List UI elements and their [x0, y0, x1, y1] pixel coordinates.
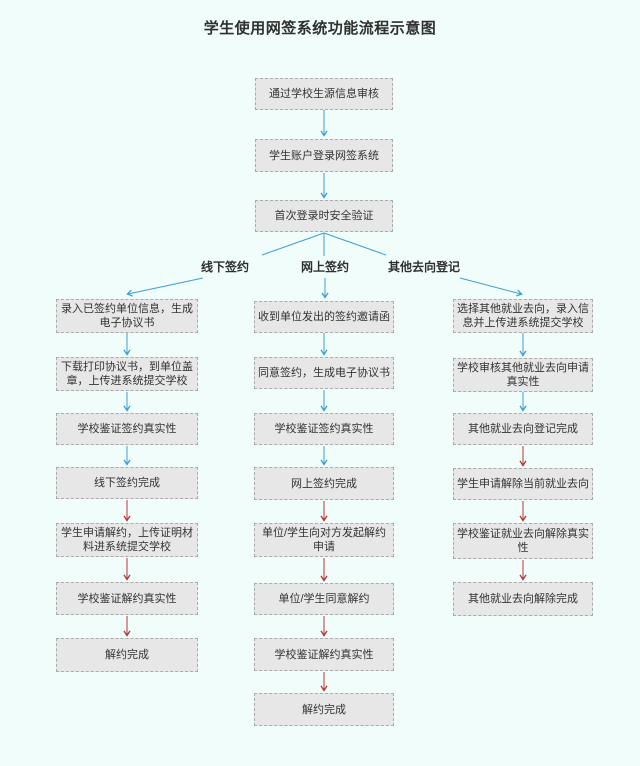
flow-step-offline-5: 学生申请解约，上传证明材料进系统提交学校: [56, 523, 198, 557]
flow-step-offline-1: 录入已签约单位信息，生成电子协议书: [56, 299, 198, 333]
flow-step-online-1: 收到单位发出的签约邀请函: [254, 301, 394, 333]
branch-label-other: 其他去向登记: [387, 260, 460, 274]
flow-step-entry-3: 首次登录时安全验证: [255, 200, 393, 232]
branch-label-offline: 线下签约: [200, 260, 249, 274]
flow-step-other-6: 其他就业去向解除完成: [453, 582, 593, 616]
flow-step-online-8: 解约完成: [254, 693, 394, 726]
flow-step-online-6: 单位/学生同意解约: [254, 583, 394, 615]
flow-step-other-2: 学校审核其他就业去向申请真实性: [453, 358, 593, 392]
flow-step-offline-4: 线下签约完成: [56, 467, 198, 499]
flow-step-offline-7: 解约完成: [56, 638, 198, 672]
flow-step-offline-3: 学校鉴证签约真实性: [56, 413, 198, 445]
flow-step-other-4: 学生申请解除当前就业去向: [453, 468, 593, 500]
branch-label-online: 网上签约: [300, 260, 349, 274]
flow-step-offline-2: 下载打印协议书，到单位盖章，上传进系统提交学校: [56, 357, 198, 391]
flow-step-other-1: 选择其他就业去向，录入信息并上传进系统提交学校: [453, 299, 593, 333]
flow-step-entry-1: 通过学校生源信息审核: [255, 78, 393, 110]
flow-step-online-2: 同意签约，生成电子协议书: [254, 357, 394, 389]
flow-step-offline-6: 学校鉴证解约真实性: [56, 582, 198, 615]
flow-step-online-5: 单位/学生向对方发起解约申请: [254, 523, 394, 557]
flow-step-other-5: 学校鉴证就业去向解除真实性: [453, 523, 593, 559]
page-title: 学生使用网签系统功能流程示意图: [203, 20, 437, 37]
flow-step-online-4: 网上签约完成: [254, 467, 394, 500]
flow-step-online-3: 学校鉴证签约真实性: [254, 413, 394, 445]
flow-step-online-7: 学校鉴证解约真实性: [254, 638, 394, 671]
flow-step-entry-2: 学生账户登录网签系统: [255, 139, 393, 172]
flow-step-other-3: 其他就业去向登记完成: [453, 413, 593, 445]
